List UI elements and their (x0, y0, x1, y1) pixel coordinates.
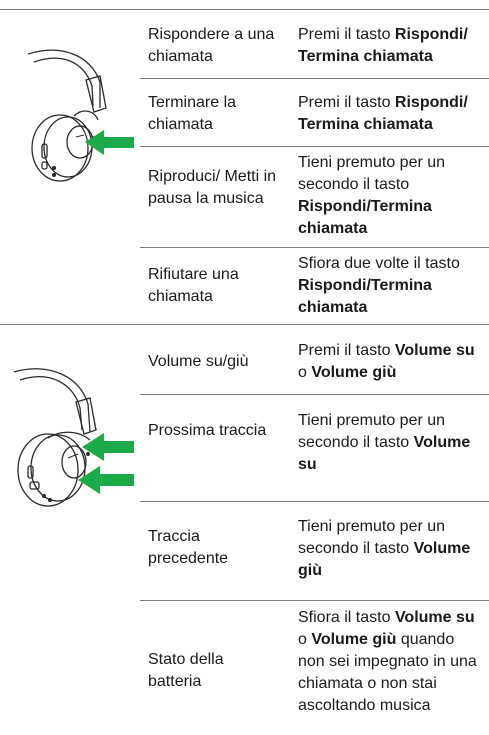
button-name: Volume giù (298, 540, 471, 579)
action-description: Tieni premuto per un secondo il tasto Vo… (298, 410, 483, 476)
button-name: Volume giù (311, 631, 397, 648)
instruction-text: o (298, 364, 312, 381)
row-divider (140, 247, 489, 248)
action-description: Tieni premuto per un secondo il tasto Ri… (298, 152, 483, 240)
action-label: Traccia precedente (148, 528, 229, 567)
headphone-earcup-center-button-icon (27, 49, 134, 182)
row-divider (140, 146, 489, 147)
instruction-text: Tieni premuto per un secondo il tasto (298, 412, 446, 451)
instruction-text: Tieni premuto per un secondo il tasto (298, 518, 446, 557)
row-divider (140, 501, 489, 502)
action-label: Prossima traccia (148, 422, 267, 439)
button-name: Rispondi/ Termina chiamata (298, 94, 468, 133)
action-label: Rispondere a una chiamata (148, 26, 275, 65)
action-description: Sfiora due volte il tasto Rispondi/Termi… (298, 253, 483, 319)
button-name: Rispondi/Termina chiamata (298, 198, 432, 237)
button-name: Rispondi/ Termina chiamata (298, 26, 468, 65)
headphone-earcup-volume-buttons-icon (13, 368, 134, 507)
action-label: Terminare la chiamata (148, 94, 237, 133)
button-name: Volume su (298, 434, 471, 473)
instruction-text: o (298, 631, 312, 648)
press-arrow-icon (85, 130, 134, 155)
button-name: Volume giù (311, 364, 397, 381)
instruction-text: quando non sei impegnato in una chiamata… (298, 631, 477, 714)
action-label: Rifiutare una chiamata (148, 266, 239, 305)
action-label: Stato della batteria (148, 651, 224, 690)
row-divider (140, 394, 489, 395)
volume-down-arrow-icon (78, 466, 134, 494)
table-top-rule (0, 9, 489, 10)
action-label: Riproduci/ Metti in pausa la musica (148, 168, 277, 207)
action-description: Premi il tasto Rispondi/ Termina chiamat… (298, 24, 483, 68)
action-description: Premi il tasto Rispondi/ Termina chiamat… (298, 92, 483, 136)
instruction-text: Sfiora il tasto (298, 609, 395, 626)
row-divider (140, 78, 489, 79)
instruction-text: Premi il tasto (298, 26, 395, 43)
row-divider (140, 600, 489, 601)
section-divider (0, 324, 489, 325)
instruction-text: Sfiora due volte il tasto (298, 255, 460, 272)
volume-up-arrow-icon (82, 433, 134, 461)
button-name: Rispondi/Termina chiamata (298, 277, 432, 316)
action-description: Tieni premuto per un secondo il tasto Vo… (298, 516, 483, 582)
instruction-text: Premi il tasto (298, 342, 395, 359)
instruction-text: Tieni premuto per un secondo il tasto (298, 154, 446, 193)
action-label: Volume su/giù (148, 353, 249, 370)
button-name: Volume su (394, 342, 475, 359)
instruction-text: Premi il tasto (298, 94, 395, 111)
button-name: Volume su (394, 609, 475, 626)
action-description: Sfiora il tasto Volume su o Volume giù q… (298, 607, 483, 717)
action-description: Premi il tasto Volume su o Volume giù (298, 340, 483, 384)
